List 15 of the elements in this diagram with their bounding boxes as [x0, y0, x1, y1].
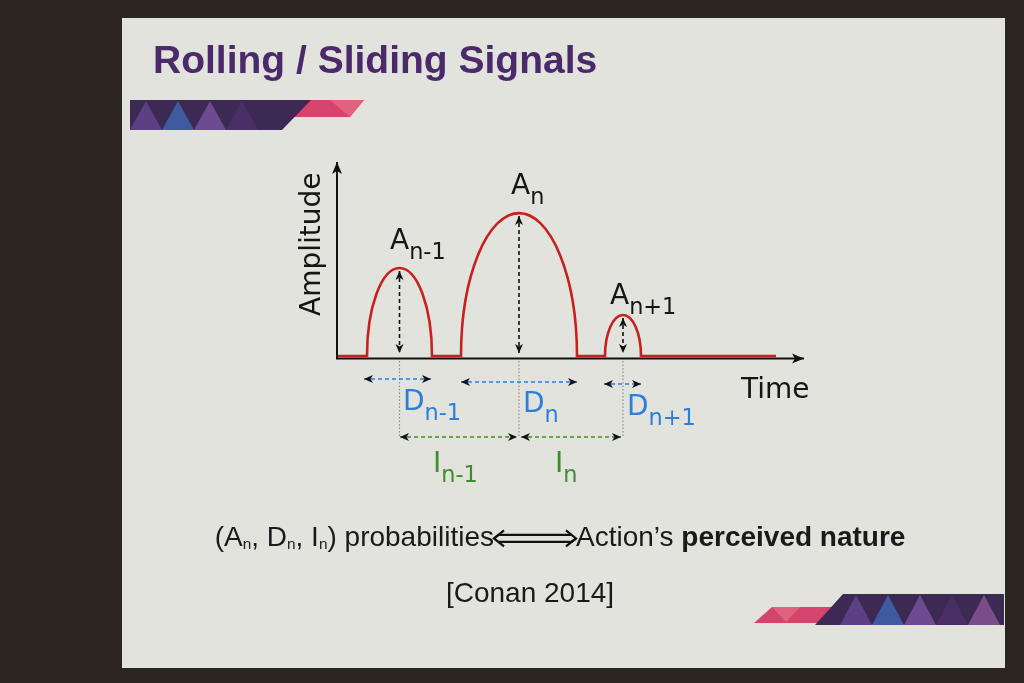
slide-title: Rolling / Sliding Signals — [153, 40, 598, 79]
amplitude-label: A$_{n}$ — [511, 170, 545, 209]
duration-label: D$_{n-1}$ — [403, 386, 462, 425]
double-arrow — [492, 529, 578, 548]
axis-label: Time — [741, 374, 810, 405]
duration-label: D$_{n}$ — [523, 388, 559, 427]
axis-label: Amplitude — [296, 172, 327, 316]
interval-label: I$_{n-1}$ — [433, 448, 478, 487]
formula-text: (A$_{n}$, D$_{n}$, I$_{n}$) probabilities — [214, 522, 494, 553]
amplitude-label: A$_{n+1}$ — [610, 280, 677, 319]
citation-text: [Conan 2014] — [445, 579, 615, 607]
statement-text: Action’s perceived nature — [576, 522, 906, 553]
duration-label: D$_{n+1}$ — [627, 391, 696, 430]
amplitude-label: A$_{n-1}$ — [390, 225, 446, 264]
interval-label: I$_{n}$ — [555, 448, 578, 487]
